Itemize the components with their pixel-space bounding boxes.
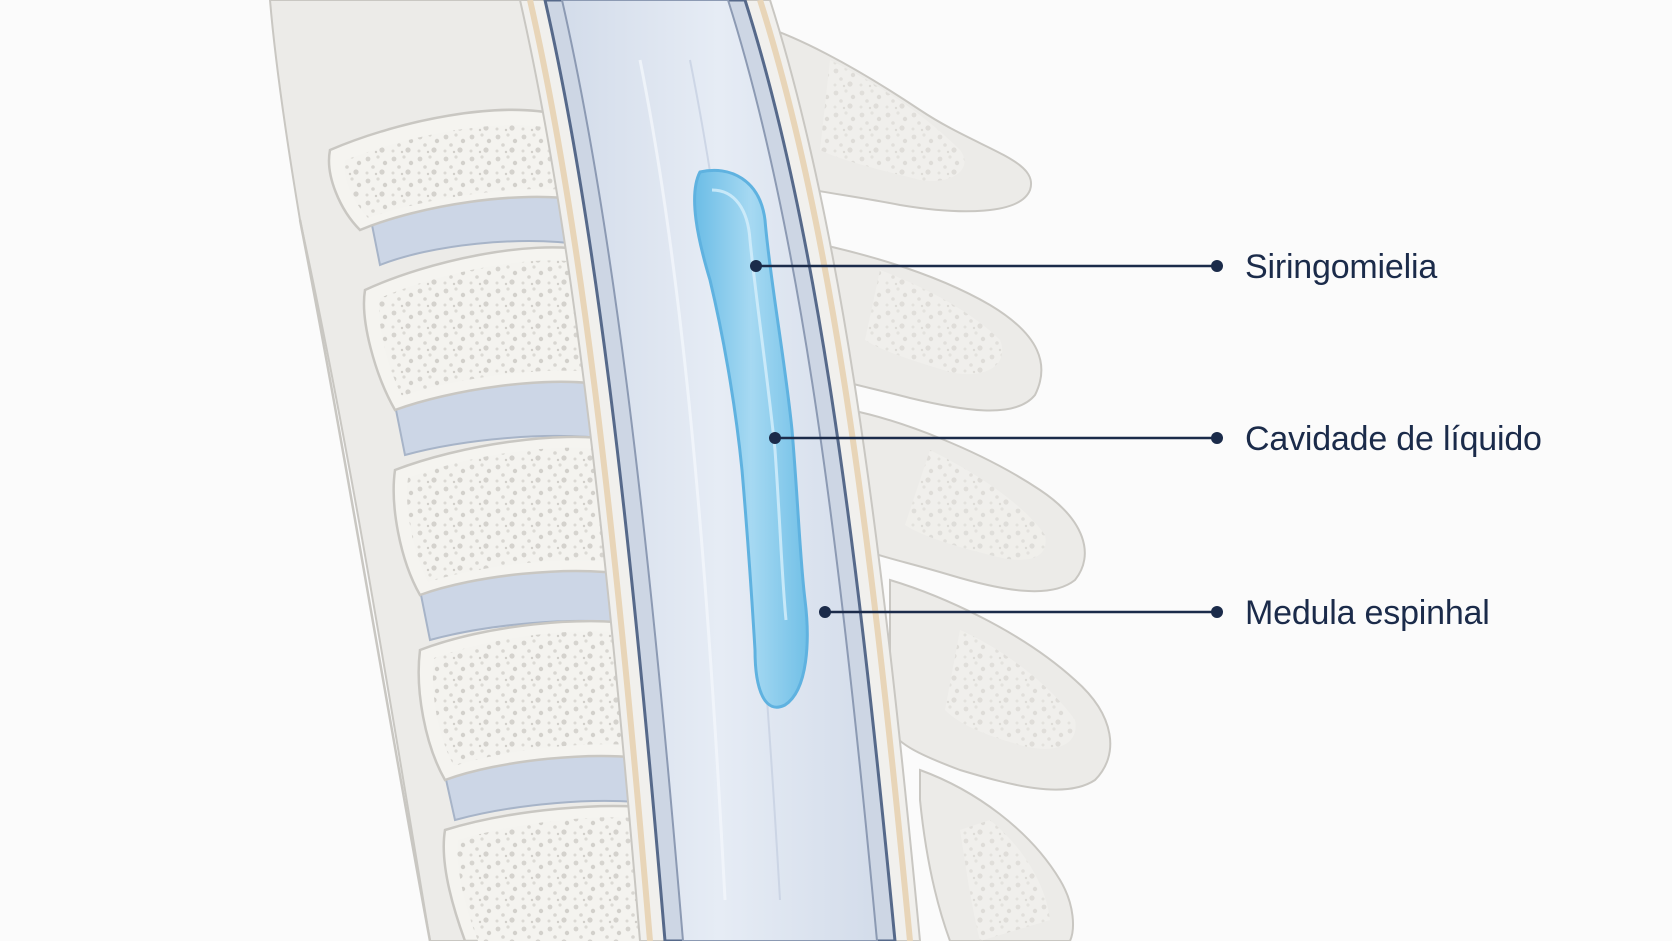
syrinx-cavity [693, 168, 809, 709]
callouts [750, 260, 1223, 618]
spinal-cord [560, 0, 879, 941]
label-spinal-cord: Medula espinhal [1245, 594, 1490, 632]
label-syringomyelia: Siringomielia [1245, 248, 1437, 286]
callout-dot [750, 260, 762, 272]
callout-dot [819, 606, 831, 618]
spinal-canal [518, 0, 922, 941]
callout-dot [1211, 606, 1223, 618]
vertebrae [298, 108, 692, 941]
labels: Siringomielia Cavidade de líquido Medula… [1245, 248, 1542, 632]
label-fluid-cavity: Cavidade de líquido [1245, 420, 1542, 458]
callout-dot [769, 432, 781, 444]
callout-dot [1211, 432, 1223, 444]
callout-dot [1211, 260, 1223, 272]
